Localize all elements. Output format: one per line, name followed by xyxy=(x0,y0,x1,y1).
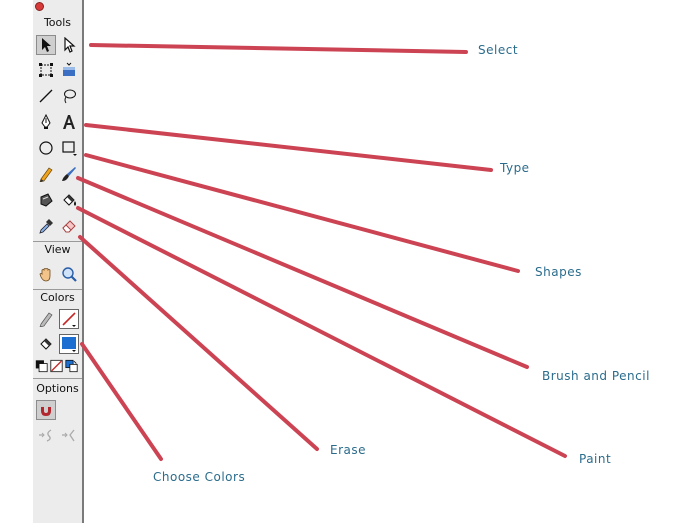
callout-line-paint xyxy=(76,206,567,458)
pencil-tool[interactable] xyxy=(36,164,56,184)
free-transform-tool[interactable] xyxy=(36,60,56,80)
callout-line-shapes xyxy=(84,153,520,273)
callout-line-type xyxy=(84,123,493,172)
smooth-button[interactable] xyxy=(35,425,57,445)
pencil-icon xyxy=(39,312,53,327)
no-color-button[interactable] xyxy=(50,359,63,372)
stroke-color-swatch[interactable] xyxy=(59,309,79,329)
callout-brush-pencil: Brush and Pencil xyxy=(542,369,650,383)
paint-bucket-tool[interactable] xyxy=(59,190,79,210)
view-section-label: View xyxy=(44,243,71,256)
gradient-transform-tool[interactable] xyxy=(59,60,79,80)
fill-color-icon xyxy=(62,337,76,352)
colors-section-label: Colors xyxy=(40,291,75,304)
ink-bottle-icon xyxy=(40,193,53,207)
oval-tool[interactable] xyxy=(36,138,56,158)
pencil-icon xyxy=(39,167,53,182)
callout-line-choose-colors xyxy=(80,342,163,461)
pen-icon xyxy=(41,114,51,129)
straighten-button[interactable] xyxy=(58,425,80,445)
hand-icon xyxy=(39,268,51,282)
zoom-tool[interactable] xyxy=(59,264,79,284)
brush-tool[interactable] xyxy=(59,164,79,184)
gradient-transform-icon xyxy=(63,62,75,76)
ink-bottle-tool[interactable] xyxy=(36,190,56,210)
subselect-tool[interactable] xyxy=(59,35,79,55)
options-section-label: Options xyxy=(36,382,79,395)
text-tool[interactable] xyxy=(59,112,79,132)
callout-paint: Paint xyxy=(579,452,612,466)
smooth-icon xyxy=(39,429,52,442)
black-white-icon xyxy=(35,359,48,372)
close-icon[interactable] xyxy=(35,2,44,11)
free-transform-icon xyxy=(39,63,53,77)
callout-choose-colors: Choose Colors xyxy=(153,470,246,484)
stroke-color-icon xyxy=(62,312,76,327)
stroke-color-label xyxy=(36,309,56,329)
eyedropper-icon xyxy=(39,219,53,234)
swap-colors-icon xyxy=(65,359,78,372)
pen-tool[interactable] xyxy=(36,112,56,132)
section-divider xyxy=(33,289,82,290)
arrow-tool[interactable] xyxy=(36,35,56,55)
eraser-tool[interactable] xyxy=(59,216,79,236)
callout-select: Select xyxy=(478,43,519,57)
fill-color-label xyxy=(36,334,56,354)
callout-line-erase xyxy=(78,235,319,451)
default-colors-button[interactable] xyxy=(35,359,48,372)
callout-erase: Erase xyxy=(330,443,367,457)
rectangle-tool[interactable] xyxy=(59,138,79,158)
callout-line-select xyxy=(89,43,468,54)
no-color-icon xyxy=(50,359,63,372)
zoom-icon xyxy=(62,267,77,282)
callout-type: Type xyxy=(500,161,530,175)
tools-panel: Tools xyxy=(33,0,84,523)
line-tool[interactable] xyxy=(36,86,56,106)
paint-bucket-icon xyxy=(63,194,76,206)
hand-tool[interactable] xyxy=(36,264,56,284)
eraser-icon xyxy=(62,220,76,233)
callout-shapes: Shapes xyxy=(535,265,582,279)
rectangle-icon xyxy=(62,141,77,156)
callout-line-brush-pencil xyxy=(76,176,529,369)
text-icon xyxy=(63,115,75,129)
lasso-tool[interactable] xyxy=(59,86,79,106)
paint-bucket-icon xyxy=(40,338,52,350)
fill-color-swatch[interactable] xyxy=(59,334,79,354)
straighten-icon xyxy=(62,429,75,442)
snap-magnet-icon xyxy=(41,404,51,416)
swap-colors-button[interactable] xyxy=(65,359,78,372)
snap-to-objects-button[interactable] xyxy=(36,400,56,420)
line-icon xyxy=(39,89,53,103)
oval-icon xyxy=(39,141,53,155)
subselect-icon xyxy=(64,37,76,53)
section-divider xyxy=(33,378,82,379)
eyedropper-tool[interactable] xyxy=(36,216,56,236)
brush-icon xyxy=(62,167,76,181)
tools-section-label: Tools xyxy=(43,16,72,29)
lasso-icon xyxy=(64,89,76,104)
section-divider xyxy=(33,241,82,242)
arrow-icon xyxy=(42,38,51,52)
